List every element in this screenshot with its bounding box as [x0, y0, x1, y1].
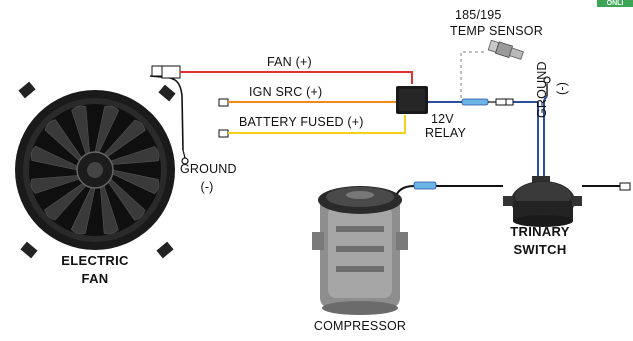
relay-box	[396, 86, 428, 114]
ign-src-label: IGN SRC (+)	[249, 85, 323, 99]
trinary-label-line1: TRINARY	[510, 224, 570, 239]
ground-fan-label: GROUND	[180, 162, 237, 176]
fan-connector	[149, 65, 189, 165]
ground-wire	[543, 76, 551, 101]
fan-blade	[94, 105, 120, 153]
relay-label: RELAY	[425, 126, 467, 140]
compressor	[312, 186, 408, 315]
fan-blade	[30, 145, 78, 171]
temp-sensor-label: TEMP SENSOR	[450, 24, 543, 38]
trinary-label-line2: SWITCH	[513, 242, 567, 257]
electric-fan	[15, 81, 176, 259]
fan-blade	[100, 185, 119, 235]
fan-blade	[44, 119, 83, 162]
relay-voltage-label: 12V	[431, 112, 454, 126]
fan-positive-label: FAN (+)	[267, 55, 312, 69]
ign-wire	[218, 98, 396, 107]
battery-fused-label: BATTERY FUSED (+)	[239, 115, 364, 129]
fan-blade	[103, 119, 146, 158]
fan-blade	[107, 178, 146, 221]
compressor-label: COMPRESSOR	[313, 319, 407, 333]
fan-blade	[71, 105, 90, 155]
fan-blade	[30, 175, 80, 194]
temp-value-label: 185/195	[455, 8, 502, 22]
corner-badge: ONLI	[597, 0, 633, 7]
relay-switch-wire	[428, 98, 545, 180]
ground-fan-sign: (-)	[200, 180, 214, 194]
ground-vertical-label: GROUND	[535, 61, 549, 118]
electric-fan-label-line1: ELECTRIC	[61, 253, 129, 268]
fan-blade	[112, 169, 160, 195]
fan-blade	[110, 146, 160, 165]
fan-blade	[70, 187, 96, 235]
fan-blade	[44, 182, 87, 221]
electric-fan-label-line2: FAN	[81, 271, 109, 286]
battery-wire	[218, 115, 406, 138]
trinary-switch	[503, 176, 582, 227]
temp-sensor	[460, 39, 524, 98]
fan-wire	[180, 71, 413, 84]
ground-vertical-sign: (-)	[555, 81, 569, 95]
